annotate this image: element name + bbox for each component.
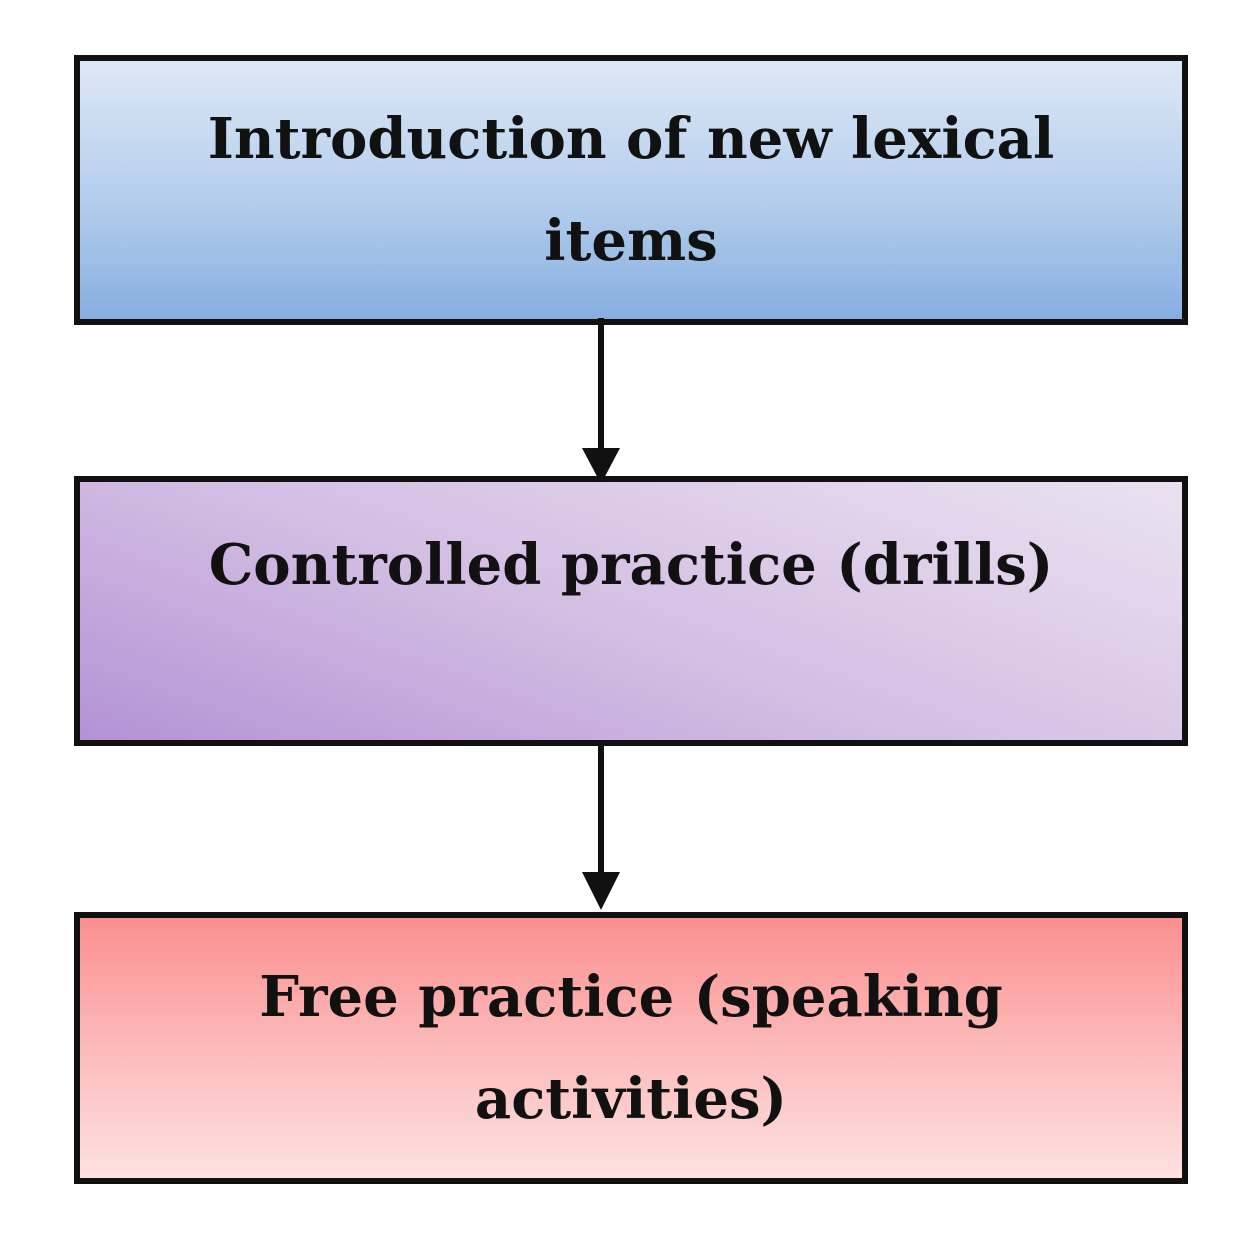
step-introduction-box: Introduction of new lexical items: [74, 55, 1188, 325]
step-free-practice-box: Free practice (speaking activities): [74, 912, 1188, 1184]
step-introduction-label: Introduction of new lexical items: [207, 106, 1055, 274]
step-controlled-practice-label: Controlled practice (drills): [208, 532, 1054, 598]
arrow-head-icon: [582, 448, 620, 484]
step-free-practice-label: Free practice (speaking activities): [259, 964, 1003, 1132]
arrow-step1-to-step2: [582, 318, 620, 484]
step-controlled-practice-box: Controlled practice (drills): [74, 476, 1188, 746]
arrow-step2-to-step3: [582, 740, 620, 910]
arrow-head-icon: [582, 872, 620, 910]
